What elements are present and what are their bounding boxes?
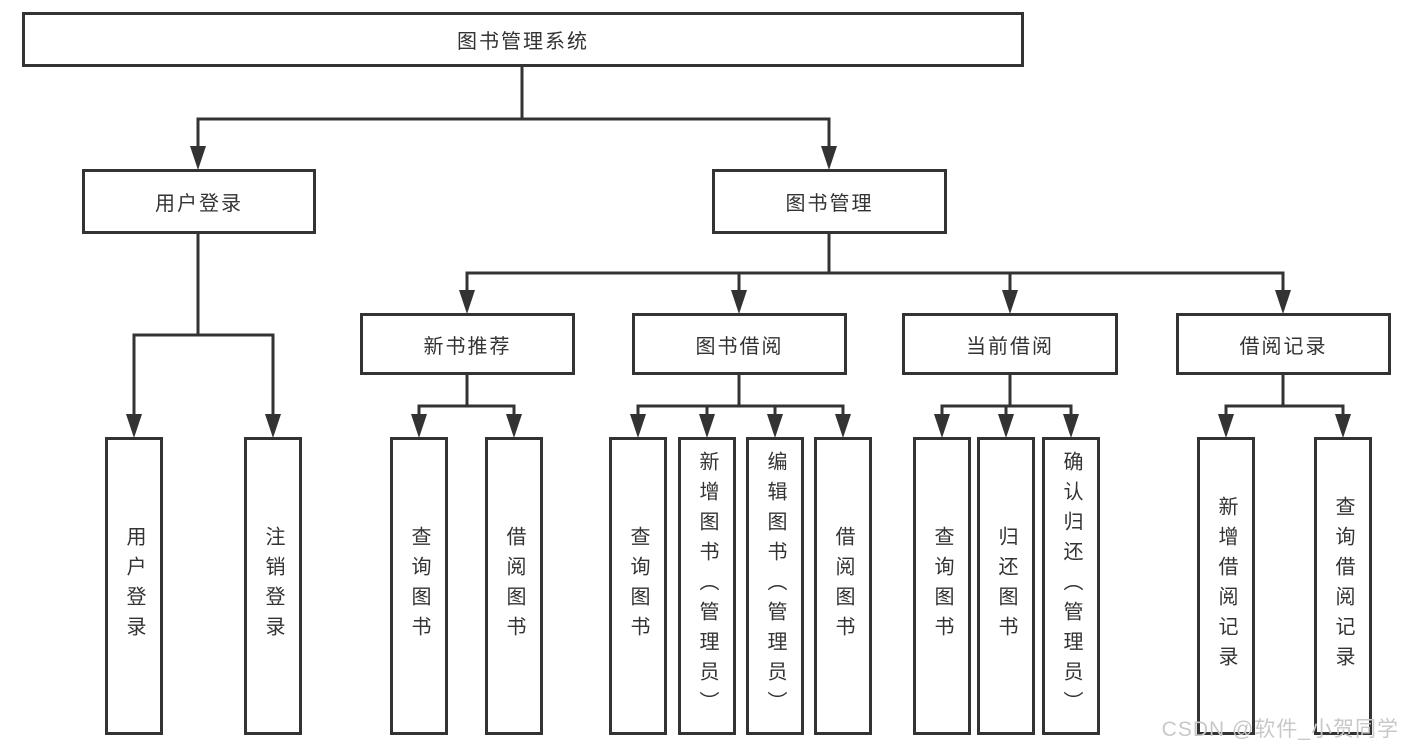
connector-borrow-records-to-leaves [1218, 375, 1351, 438]
arrowhead-new-book-rec [459, 290, 475, 314]
node-leaf-query-books-2: 查询图书 [609, 437, 667, 735]
node-user-login: 用户登录 [82, 169, 316, 234]
connector-book-mgmt-to-level3 [459, 233, 1291, 314]
watermark: CSDN @软件_小贺同学 [1161, 718, 1399, 741]
connector-current-borrow-to-leaves [934, 375, 1079, 438]
node-leaf-borrow-books-2-label: 借阅图书 [832, 526, 854, 646]
node-leaf-logout: 注销登录 [244, 437, 302, 735]
node-new-book-rec: 新书推荐 [360, 313, 575, 375]
arrowhead-leaf-user-login [126, 414, 142, 438]
node-root-label: 图书管理系统 [457, 31, 589, 53]
node-leaf-borrow-books-2: 借阅图书 [814, 437, 872, 735]
node-leaf-query-books-1-label: 查询图书 [408, 526, 430, 646]
node-leaf-query-books-3: 查询图书 [913, 437, 971, 735]
node-borrow-records: 借阅记录 [1176, 313, 1391, 375]
arrowhead-leaf-add-book [699, 414, 715, 438]
node-book-borrow-label: 图书借阅 [695, 335, 784, 358]
arrowhead-leaf-query-books-3 [934, 414, 950, 438]
node-leaf-confirm-return-admin-label: 确认归还（管理员） [1060, 451, 1082, 721]
node-leaf-query-books-3-label: 查询图书 [931, 526, 953, 646]
node-new-book-rec-label: 新书推荐 [423, 335, 512, 358]
connector-user-login-to-leaves [126, 233, 281, 438]
node-leaf-return-book-label: 归还图书 [995, 526, 1017, 646]
node-current-borrow-label: 当前借阅 [966, 335, 1054, 358]
node-book-mgmt-label: 图书管理 [785, 193, 874, 215]
node-leaf-query-books-1: 查询图书 [390, 437, 448, 735]
arrowhead-user-login [190, 146, 206, 170]
node-book-mgmt: 图书管理 [712, 169, 947, 234]
arrowhead-borrow-records [1275, 290, 1291, 314]
node-root: 图书管理系统 [22, 12, 1024, 67]
node-current-borrow: 当前借阅 [902, 313, 1118, 375]
node-leaf-logout-label: 注销登录 [262, 526, 284, 646]
node-leaf-query-borrow-record-label: 查询借阅记录 [1332, 496, 1354, 676]
arrowhead-leaf-add-borrow-record [1218, 414, 1234, 438]
node-leaf-confirm-return-admin: 确认归还（管理员） [1042, 437, 1100, 735]
node-leaf-add-book-admin: 新增图书（管理员） [678, 437, 736, 735]
arrowhead-leaf-edit-book [767, 414, 783, 438]
arrowhead-leaf-query-books-2 [630, 414, 646, 438]
node-leaf-query-borrow-record: 查询借阅记录 [1314, 437, 1372, 735]
connector-root-to-level2 [190, 66, 837, 170]
node-leaf-return-book: 归还图书 [977, 437, 1035, 735]
node-user-login-label: 用户登录 [155, 193, 243, 215]
node-leaf-user-login-label: 用户登录 [123, 526, 145, 646]
arrowhead-leaf-query-borrow-record [1335, 414, 1351, 438]
node-leaf-borrow-books-1-label: 借阅图书 [503, 526, 525, 646]
arrowhead-leaf-logout [265, 414, 281, 438]
node-book-borrow: 图书借阅 [632, 313, 847, 375]
node-leaf-add-book-admin-label: 新增图书（管理员） [696, 451, 718, 721]
node-leaf-add-borrow-record: 新增借阅记录 [1197, 437, 1255, 735]
node-leaf-edit-book-admin-label: 编辑图书（管理员） [764, 451, 786, 721]
arrowhead-leaf-borrow-books-2 [835, 414, 851, 438]
connector-new-book-rec-to-leaves [411, 375, 522, 438]
node-leaf-borrow-books-1: 借阅图书 [485, 437, 543, 735]
arrowhead-current-borrow [1002, 290, 1018, 314]
node-leaf-user-login: 用户登录 [105, 437, 163, 735]
arrowhead-leaf-return-book [998, 414, 1014, 438]
arrowhead-book-mgmt [821, 146, 837, 170]
arrowhead-leaf-query-books-1 [411, 414, 427, 438]
node-leaf-add-borrow-record-label: 新增借阅记录 [1215, 496, 1237, 676]
connector-book-borrow-to-leaves [630, 375, 851, 438]
arrowhead-leaf-confirm-return [1063, 414, 1079, 438]
arrowhead-book-borrow [731, 290, 747, 314]
arrowhead-leaf-borrow-books-1 [506, 414, 522, 438]
node-leaf-edit-book-admin: 编辑图书（管理员） [746, 437, 804, 735]
node-borrow-records-label: 借阅记录 [1239, 335, 1328, 358]
node-leaf-query-books-2-label: 查询图书 [627, 526, 649, 646]
